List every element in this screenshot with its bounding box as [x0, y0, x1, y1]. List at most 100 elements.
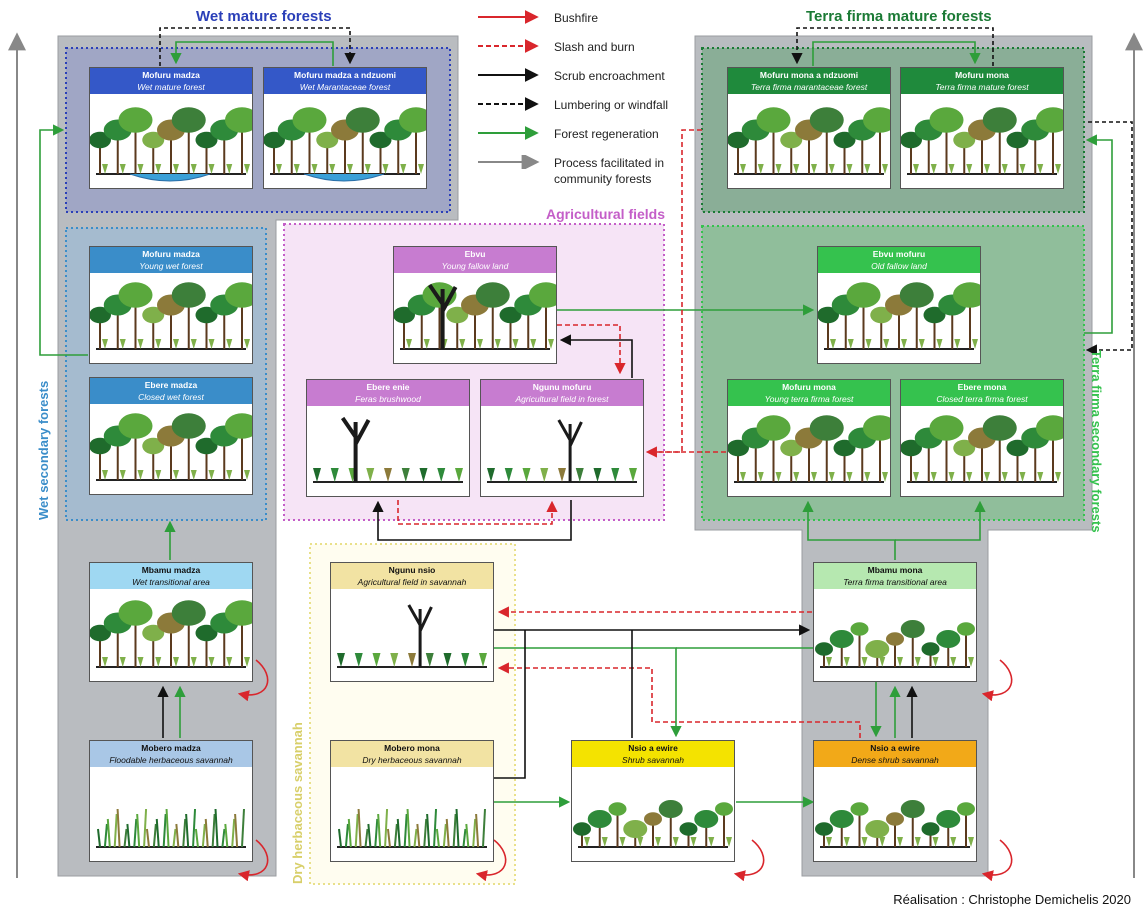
card-name: Ebere mona [957, 382, 1007, 392]
terra-secondary-title: Terra firma secondary forests [1089, 350, 1104, 533]
arrow-young-wet-regen [39, 124, 88, 356]
vegetation-illustration [901, 406, 1063, 496]
legend-label: Slash and burn [554, 40, 635, 54]
bushfire-loop-2 [237, 839, 269, 882]
vegetation-illustration [814, 589, 976, 681]
card-name: Mofuru madza a ndzuomi [294, 70, 396, 80]
bushfire-loop-3 [475, 839, 507, 882]
card-subtitle: Closed terra firma forest [936, 394, 1028, 404]
arrow-ebvu-slash [557, 324, 626, 375]
card-name: Mofuru mona a ndzuomi [759, 70, 859, 80]
card-subtitle: Agricultural field in forest [515, 394, 609, 404]
card-name: Mofuru madza [142, 70, 200, 80]
legend-item-slash: Slash and burn [476, 35, 706, 64]
card-name: Mofuru mona [782, 382, 836, 392]
arrow-enie-slash [397, 500, 558, 525]
card-subtitle: Agricultural field in savannah [357, 577, 467, 587]
card-subtitle: Shrub savannah [622, 755, 684, 765]
card-name: Nsio a ewire [628, 743, 678, 753]
card-name: Mofuru madza [142, 249, 200, 259]
card-name: Mbamu mona [867, 565, 923, 575]
vegetation-illustration [331, 589, 493, 681]
arrow-ngunu-scrub [559, 334, 633, 378]
card-name: Ngunu nsio [388, 565, 436, 575]
vegetation-illustration [901, 94, 1063, 188]
vegetation-illustration [728, 94, 890, 188]
card-subtitle: Terra firma transitional area [843, 577, 947, 587]
arrow-terra-lumber [791, 27, 994, 66]
card-name: Ebvu mofuru [872, 249, 926, 259]
card-subtitle: Dense shrub savannah [851, 755, 939, 765]
arrow-mobero-scrub [493, 630, 526, 779]
bushfire-loop-4 [733, 839, 765, 882]
legend-item-bushfire: Bushfire [476, 6, 706, 35]
arrow-mbamu-mona-regen2 [895, 500, 986, 541]
card-subtitle: Floodable herbaceous savannah [109, 755, 233, 765]
card-subtitle: Wet transitional area [132, 577, 210, 587]
card-name: Mobero madza [141, 743, 201, 753]
card-subtitle: Terra firma marantaceae forest [750, 82, 868, 92]
card-subtitle: Terra firma mature forest [935, 82, 1029, 92]
legend-label: Scrub encroachment [554, 69, 665, 83]
vegetation-illustration [394, 273, 556, 363]
legend-label: Lumbering or windfall [554, 98, 669, 112]
bushfire-loop-6 [981, 839, 1013, 882]
wet-secondary-title: Wet secondary forests [36, 380, 51, 520]
card-subtitle: Old fallow land [871, 261, 927, 271]
vegetation-illustration [481, 406, 643, 496]
dry-savannah-title: Dry herbaceous savannah [290, 722, 305, 884]
vegetation-illustration [90, 404, 252, 494]
legend-label: Process facilitated in community forests [554, 156, 665, 186]
arrow-right-lumber [1085, 121, 1133, 356]
agricultural-title: Agricultural fields [546, 206, 666, 222]
credit: Réalisation : Christophe Demichelis 2020 [893, 892, 1131, 907]
arrow-wet-lumber [159, 27, 356, 66]
legend-label: Bushfire [554, 11, 599, 25]
card-subtitle: Young fallow land [441, 261, 509, 271]
vegetation-illustration [307, 406, 469, 496]
terra-mature-title: Terra firma mature forests [806, 8, 992, 25]
card-name: Nsio a ewire [870, 743, 920, 753]
card-subtitle: Wet mature forest [137, 82, 205, 92]
vegetation-illustration [728, 406, 890, 496]
legend: Bushfire Slash and burn Scrub encroachme… [476, 6, 706, 186]
vegetation-illustration [90, 589, 252, 681]
card-name: Mobero mona [384, 743, 440, 753]
card-name: Mbamu madza [141, 565, 201, 575]
bushfire-loop-5 [981, 659, 1013, 702]
legend-item-community: Process facilitated in community forests [476, 151, 706, 186]
arrow-mbamu-mona-regen [802, 500, 896, 560]
card-name: Mofuru mona [955, 70, 1009, 80]
arrow-right-regen [1084, 134, 1113, 334]
vegetation-illustration [90, 94, 252, 188]
vegetation-illustration [818, 273, 980, 363]
